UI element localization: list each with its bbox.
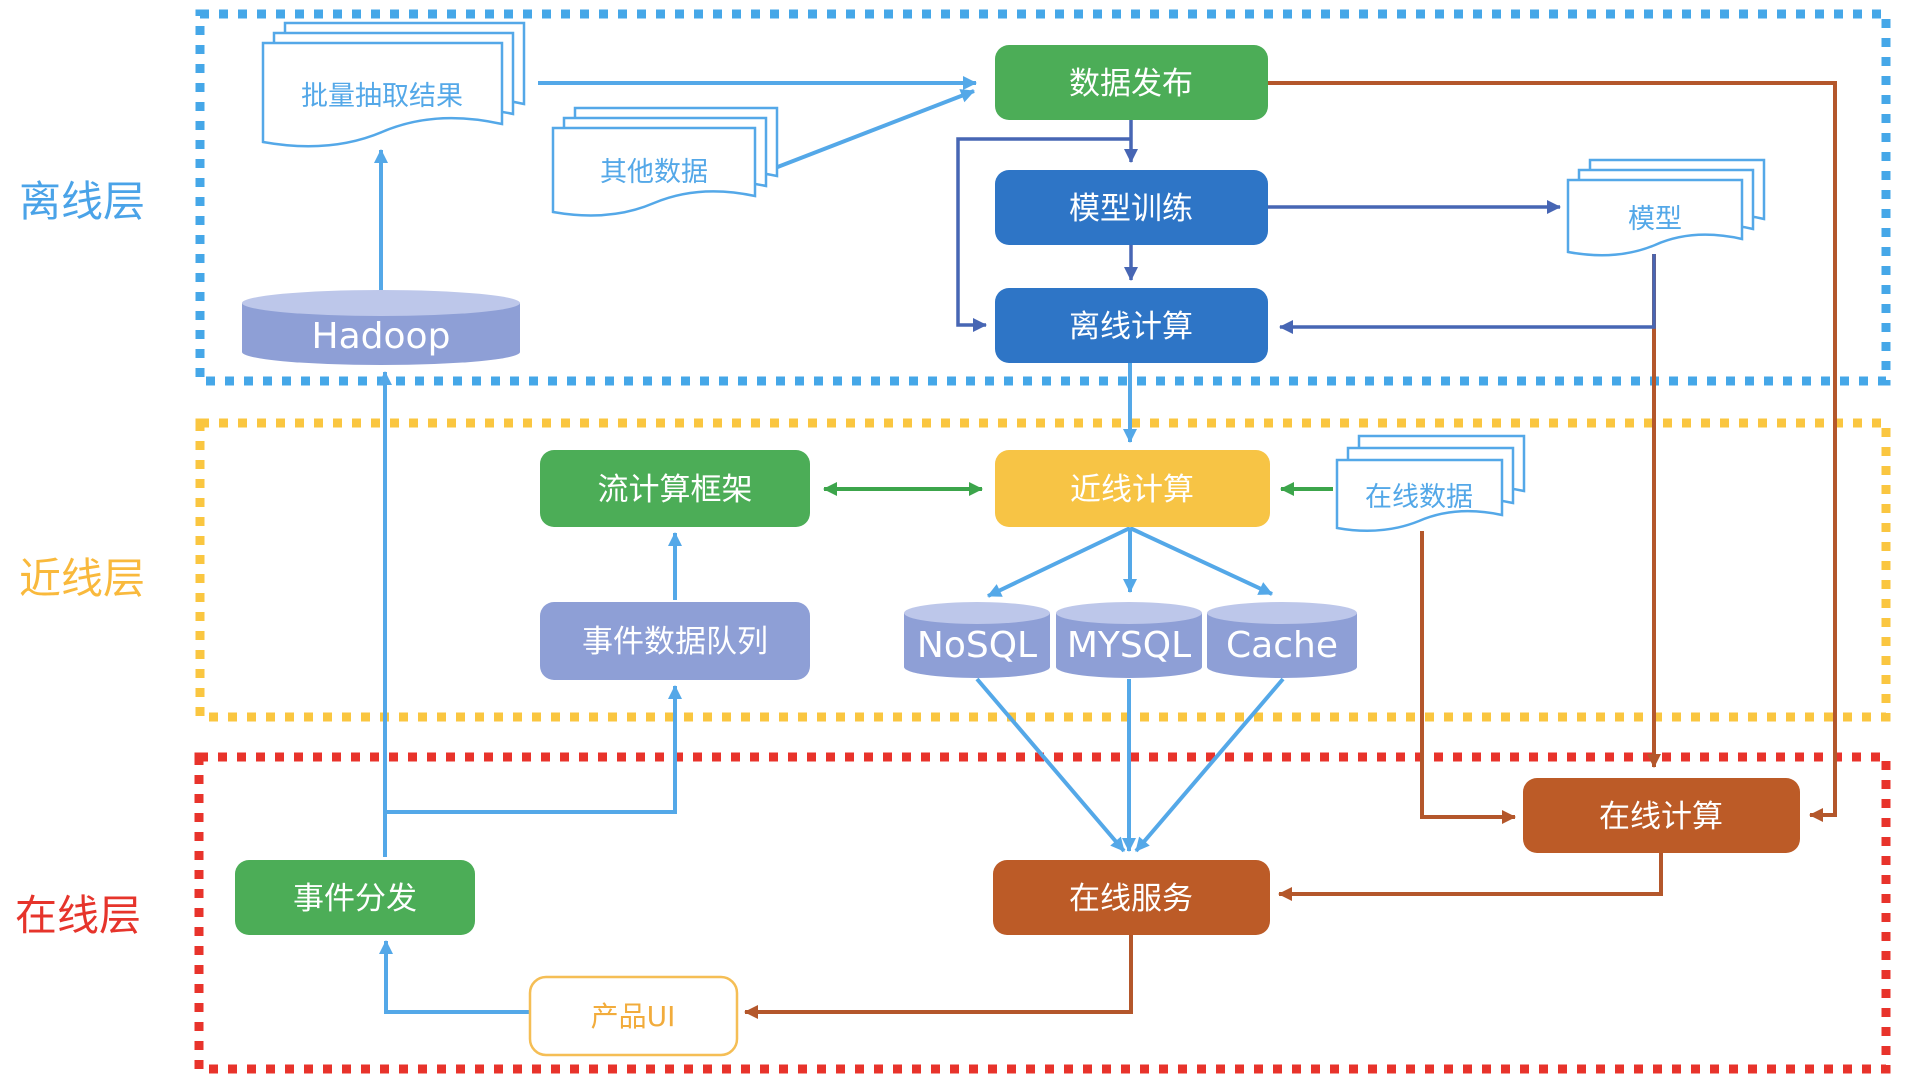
edge-publish-to-online-calc: [1268, 81, 1837, 822]
node-label: 离线计算: [1069, 309, 1193, 345]
node-box: [995, 450, 1270, 527]
edge-event-dispatch-to-event-queue: [385, 685, 682, 814]
near-calc-node: 近线计算: [995, 450, 1270, 527]
batch-extract-doc: 批量抽取结果: [261, 21, 526, 148]
edge-online-calc-to-online-service: [1278, 853, 1663, 901]
online-calc-node: 在线计算: [1523, 778, 1800, 853]
cache-db: Cache: [1207, 602, 1357, 678]
cylinder-top: [1207, 602, 1357, 624]
edge-other-data-to-publish: [774, 89, 975, 170]
node-label: 流计算框架: [598, 472, 753, 508]
other-data-doc: 其他数据: [551, 106, 779, 217]
stream-node: 流计算框架: [540, 450, 810, 527]
edge-online-service-to-product-ui: [744, 935, 1133, 1019]
dark-blue-connectors: [956, 120, 1656, 334]
node-label: 数据发布: [1069, 66, 1193, 102]
doc-front-page: [1566, 178, 1744, 257]
cylinder-top: [1056, 602, 1202, 624]
node-label: 模型训练: [1069, 191, 1193, 227]
node-label: 事件数据队列: [582, 624, 768, 660]
nosql-db: NoSQL: [904, 602, 1050, 678]
cylinder-body: [904, 613, 1050, 678]
node-box: [995, 170, 1268, 245]
cylinder-body: [1056, 613, 1202, 678]
light-blue-connectors: [374, 76, 1285, 1014]
brown-connectors: [744, 81, 1837, 1019]
product-ui-node: 产品UI: [528, 975, 739, 1057]
cylinder-body: [1207, 613, 1357, 678]
offline-layer-label: 离线层: [19, 177, 145, 226]
cylinder-body: [242, 303, 520, 365]
cylinder-label: Cache: [1226, 625, 1338, 666]
cylinder-top: [904, 602, 1050, 624]
online-service-node: 在线服务: [993, 860, 1270, 935]
doc-label: 其他数据: [600, 157, 708, 188]
doc-label: 模型: [1628, 204, 1682, 235]
hadoop-db: Hadoop: [242, 290, 520, 365]
edge-online-data-to-online-calc: [1420, 531, 1516, 824]
node-label: 产品UI: [591, 1000, 676, 1033]
node-box: [540, 450, 810, 527]
node-box: [995, 288, 1268, 363]
mysql-db: MYSQL: [1056, 602, 1202, 678]
event-dispatch-node: 事件分发: [235, 860, 475, 935]
node-box: [1523, 778, 1800, 853]
edge-publish-to-offline-calc: [956, 137, 1131, 332]
nearline-layer-border: [195, 418, 1891, 722]
doc-front-page: [551, 126, 757, 217]
edge-near-calc-to-nosql: [987, 526, 1131, 598]
edge-product-ui-to-event-dispatch: [379, 940, 530, 1014]
offline-calc-node: 离线计算: [995, 288, 1268, 363]
nearline-layer-label: 近线层: [19, 554, 145, 603]
model-doc: 模型: [1566, 158, 1766, 257]
node-box: [993, 860, 1270, 935]
cylinder-label: NoSQL: [917, 625, 1037, 666]
edge-nosql-to-online-service: [975, 677, 1126, 853]
node-label: 在线服务: [1069, 881, 1193, 917]
node-label: 在线计算: [1599, 799, 1723, 835]
node-label: 近线计算: [1070, 472, 1194, 508]
node-box: [540, 602, 810, 680]
edge-model-to-offline-calc: [1279, 254, 1656, 334]
node-box: [528, 975, 739, 1057]
cylinder-label: Hadoop: [312, 316, 451, 357]
train-node: 模型训练: [995, 170, 1268, 245]
node-label: 事件分发: [293, 881, 417, 917]
cylinder-label: MYSQL: [1067, 625, 1191, 666]
doc-label: 在线数据: [1365, 482, 1473, 513]
event-queue-node: 事件数据队列: [540, 602, 810, 680]
edge-cache-to-online-service: [1134, 677, 1285, 853]
online-data-doc: 在线数据: [1335, 434, 1526, 532]
node-box: [235, 860, 475, 935]
online-layer-label: 在线层: [15, 891, 141, 940]
doc-front-page: [261, 41, 504, 148]
node-box: [995, 45, 1268, 120]
doc-front-page: [1335, 458, 1504, 532]
edge-near-calc-to-cache: [1129, 526, 1273, 596]
publish-node: 数据发布: [995, 45, 1268, 120]
doc-label: 批量抽取结果: [301, 81, 463, 112]
offline-layer-border: [195, 9, 1891, 386]
cylinder-top: [242, 290, 520, 316]
